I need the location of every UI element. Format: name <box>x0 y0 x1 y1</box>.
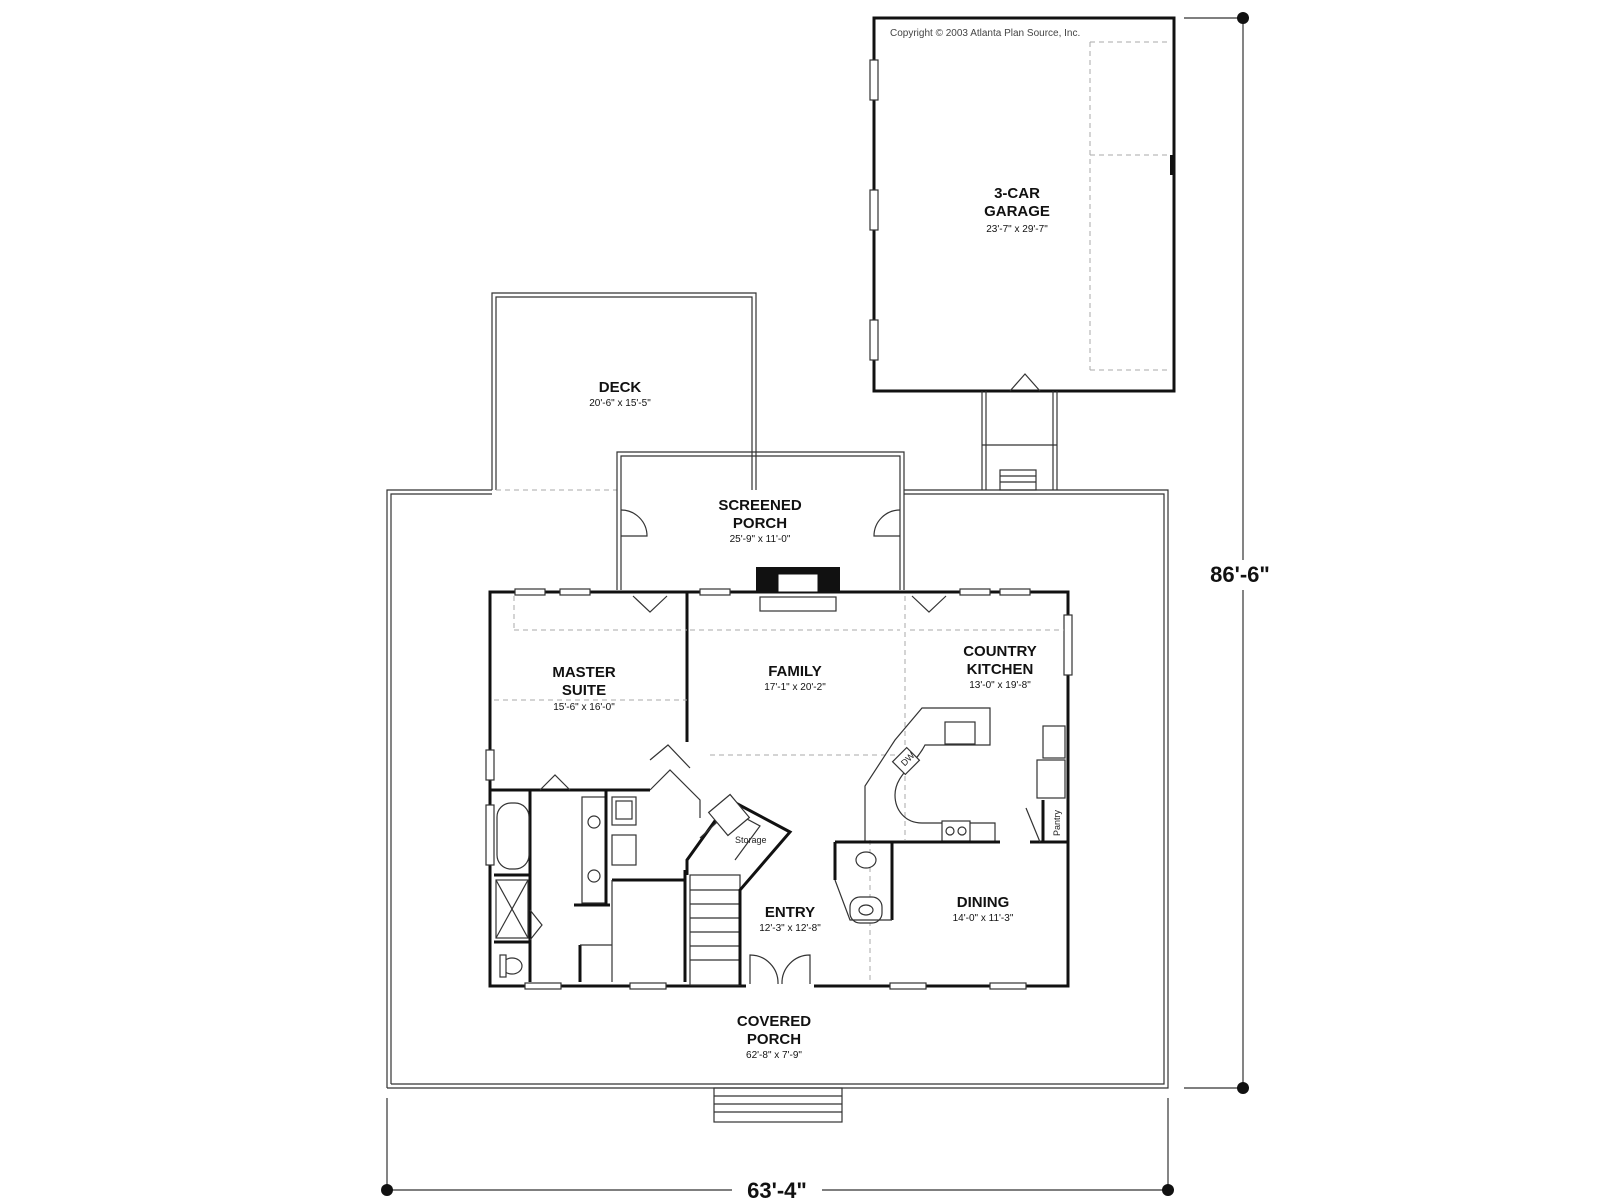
covered-porch-dims: 62'-8" x 7'-9" <box>746 1050 802 1061</box>
kitchen-dims: 13'-0" x 19'-8" <box>969 680 1031 691</box>
master-suite-dims: 15'-6" x 16'-0" <box>553 702 615 713</box>
master-suite-label-2: SUITE <box>562 682 606 699</box>
width-dimension: 63'-4" <box>381 1098 1174 1200</box>
master-bath <box>494 774 687 982</box>
breezeway <box>981 391 1058 491</box>
dining-dims: 14'-0" x 11'-3" <box>953 913 1014 924</box>
stairs: Storage <box>649 744 793 986</box>
entry-label: ENTRY <box>765 904 815 921</box>
deck: DECK 20'-6" x 15'-5" <box>491 292 757 491</box>
depth-dimension-label: 86'-6" <box>1210 562 1270 587</box>
front-door: ENTRY 12'-3" x 12'-8" <box>746 904 821 988</box>
storage-label: Storage <box>735 835 767 845</box>
covered-porch: COVERED PORCH 62'-8" x 7'-9" <box>386 489 1169 1123</box>
kitchen-label-2: KITCHEN <box>967 661 1034 678</box>
deck-label: DECK <box>599 379 642 396</box>
screened-porch-label-2: PORCH <box>733 515 787 532</box>
kitchen-label-1: COUNTRY <box>963 643 1037 660</box>
garage-label-1: 3-CAR <box>994 185 1040 202</box>
entry-dims: 12'-3" x 12'-8" <box>759 923 821 934</box>
covered-porch-label-1: COVERED <box>737 1013 811 1030</box>
master-suite-label-1: MASTER <box>552 664 616 681</box>
width-dimension-label: 63'-4" <box>747 1178 807 1200</box>
family-dims: 17'-1" x 20'-2" <box>764 682 826 693</box>
copyright-text: Copyright © 2003 Atlanta Plan Source, In… <box>890 28 1080 39</box>
screened-porch-dims: 25'-9" x 11'-0" <box>730 534 791 545</box>
depth-dimension: 86'-6" <box>1184 12 1285 1094</box>
pantry-label: Pantry <box>1052 809 1062 836</box>
family-label: FAMILY <box>768 663 822 680</box>
screened-porch-label-1: SCREENED <box>718 497 802 514</box>
kitchen-cabinets: DW Pantry COUNTRY KITCHEN 13'-0" x 19'-8… <box>835 643 1068 844</box>
deck-dims: 20'-6" x 15'-5" <box>589 398 651 409</box>
dining-label: DINING <box>957 894 1010 911</box>
covered-porch-label-2: PORCH <box>747 1031 801 1048</box>
garage: 3-CAR GARAGE 23'-7" x 29'-7" <box>869 16 1176 393</box>
garage-label-2: GARAGE <box>984 203 1050 220</box>
screened-porch: SCREENED PORCH 25'-9" x 11'-0" <box>616 451 905 590</box>
garage-dims: 23'-7" x 29'-7" <box>986 224 1048 235</box>
powder-room <box>833 842 894 924</box>
house-walls <box>485 567 1073 990</box>
